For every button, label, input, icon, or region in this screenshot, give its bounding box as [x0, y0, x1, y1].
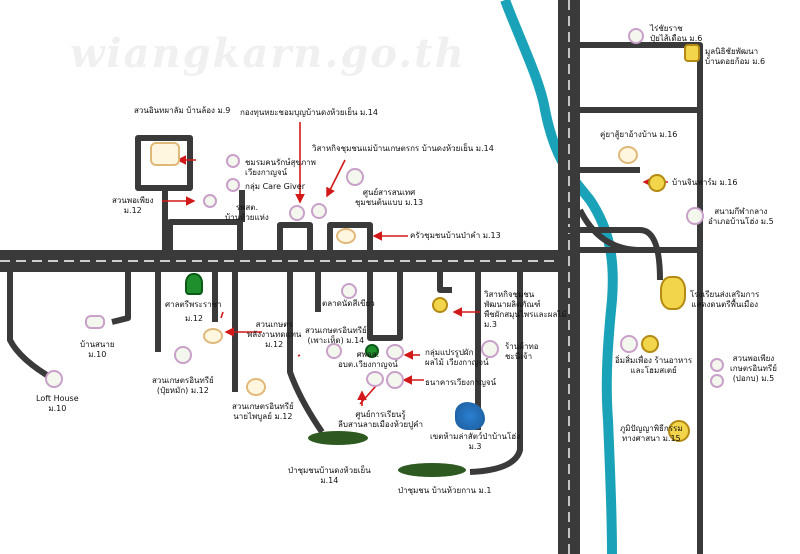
label-restaurant: อิ่มสิ่มเพื่อง ร้านอาหาร และโฮมสเตย์ [615, 356, 693, 375]
label-zoo: เขตห้ามล่าสัตว์ป่าบ้านโฮ่ง ม.3 [430, 432, 521, 451]
label-loft-house: Loft House ม.10 [36, 394, 79, 413]
label-museum: มูลนิธิชัยพัฒนา บ้านดอยก้อม ม.6 [705, 47, 766, 66]
label-health-club: ชมรมคนรักษ์สุขภาพ เวียงกาญจน์ [245, 158, 316, 177]
label-sala: ศาลตรีพระราชา [165, 300, 222, 309]
label-ban-sanai: บ้านสนาย ม.10 [80, 340, 115, 359]
side-roads [7, 42, 703, 554]
market-icon [341, 283, 357, 299]
compost-icon [174, 346, 192, 364]
forest-marks [308, 431, 466, 477]
label-stadium: สนามกีฬากลาง อำเภอบ้านโฮ่ง ม.5 [708, 207, 774, 226]
food-basket-icon [289, 205, 305, 221]
frog-icon [710, 374, 724, 388]
leaf-icon [311, 203, 327, 219]
label-weaving: ร้านผ้าทอ ชะนีเจ้า [505, 342, 539, 361]
main-road [0, 250, 570, 272]
watermark: wiangkarn.go.th [70, 30, 466, 77]
label-bank: ธนาคารเวียงกาญจน์ [425, 378, 497, 387]
label-phumi-panya: ภูมิปัญญาพิธีกรรม ทางศาสนา ม.15 [620, 424, 683, 443]
worm-icon [628, 28, 644, 44]
bowl-icon [618, 146, 638, 164]
peacock-icon [455, 402, 485, 430]
label-hospital: รพสต. บ้านห้วยแห่ง [225, 203, 269, 222]
label-community-forest2: ป่าชุมชน บ้านห้วยกาน ม.1 [398, 486, 492, 495]
label-community-enterprise: วิสาหกิจชุมชน พัฒนาผลิตภัณฑ์ พืชผักสมุนไ… [484, 290, 567, 329]
person-icon [203, 194, 217, 208]
label-sala-moo: ม.12 [185, 314, 203, 323]
ktc-emblem-icon [365, 344, 379, 358]
label-learning-folk: ศูนย์การเรียนรู้ ลีบสานลายเมืองห้วยปูคำ [338, 410, 423, 429]
bank-icon [386, 371, 404, 389]
logo-icon [85, 315, 105, 329]
school-emblem-icon [660, 276, 686, 310]
arrows [162, 122, 686, 406]
restaurant-icon [620, 335, 638, 353]
label-organic-farm: สวนเกษตรอินทรีย์ (เพาะเห็ด) ม.14 [305, 326, 367, 345]
label-ktc: ศพอส. อบต.เวียงกาญจน์ [338, 350, 398, 369]
label-organic-nai: สวนเกษตรอินทรีย์ นายไพบูลย์ ม.12 [232, 402, 294, 421]
label-temple-hall: คู่ยาสู้ยาอ้างบ้าน ม.16 [600, 130, 678, 139]
label-energy-farm: สวนเกษตร พลังงานทดแทน ม.12 [247, 320, 302, 349]
label-suan-phoeng: สวนพอเพียง ม.12 [112, 196, 154, 215]
food-basket-icon [336, 228, 356, 244]
buddha-icon [668, 420, 690, 442]
food-basket-icon [150, 142, 180, 166]
mushroom-icon [326, 343, 342, 359]
frog-icon [710, 358, 724, 372]
bottle-icon [648, 174, 666, 192]
label-suan-phoeng2: สวนพอเพียง เกษตรอินทรีย์ (ปอกบ) ม.5 [730, 354, 777, 383]
label-kitchen: ครัวชุมชนบ้านป่าคำ ม.13 [410, 231, 501, 240]
label-community-forest: ป่าชุมชนบ้านดงห้วยเย็น ม.14 [288, 466, 371, 485]
leaf-icon [432, 297, 448, 313]
flask-icon [366, 371, 384, 387]
label-processing-group: กลุ่มแปรรูปผัก ผลไม้ เวียงกาญจน์ [425, 348, 489, 367]
foundation-emblem-icon [684, 44, 700, 62]
label-banjin-farm: บ้านจินฟาร์ม ม.16 [672, 178, 738, 187]
house-icon [45, 370, 63, 388]
food-basket-icon [246, 378, 266, 396]
label-school: โรงเรียนส่งเสริมการ แสดงดนตรีพื้นเมือง [690, 290, 760, 309]
label-wat-chiang-rai: ไร่ชัยราช ปุ๋ยไส้เดือน ม.6 [650, 24, 703, 43]
label-fund-cafe: กองทุนหยะชอมบุญบ้านดงห้วยเย็น ม.14 [240, 108, 378, 117]
stadium-icon [686, 207, 704, 225]
farm-icon [203, 328, 223, 344]
label-park-huai-lamphan: สวนอินทผาลัม บ้านล้อง ม.9 [134, 106, 231, 115]
loom-icon [481, 340, 499, 358]
temple-icon [185, 273, 203, 295]
person-icon [226, 178, 240, 192]
label-care-giver: กลุ่ม Care Giver [245, 182, 305, 191]
label-learning-center: ศูนย์สารสนเทศ ชุมชนต้นแบบ ม.13 [355, 188, 424, 207]
label-community-farm: วิสาหกิจชุมชนแม่บ้านเกษตรกร บ้านดงห้วยเย… [312, 144, 494, 153]
restaurant-icon [641, 335, 659, 353]
person-icon [226, 154, 240, 168]
label-organic-compost: สวนเกษตรอินทรีย์ (ปุ๋ยหมัก) ม.12 [152, 376, 214, 395]
fruit-icon [386, 344, 404, 360]
food-basket-icon [346, 168, 364, 186]
label-market: ตลาดนัดสีเขียว [322, 299, 375, 308]
